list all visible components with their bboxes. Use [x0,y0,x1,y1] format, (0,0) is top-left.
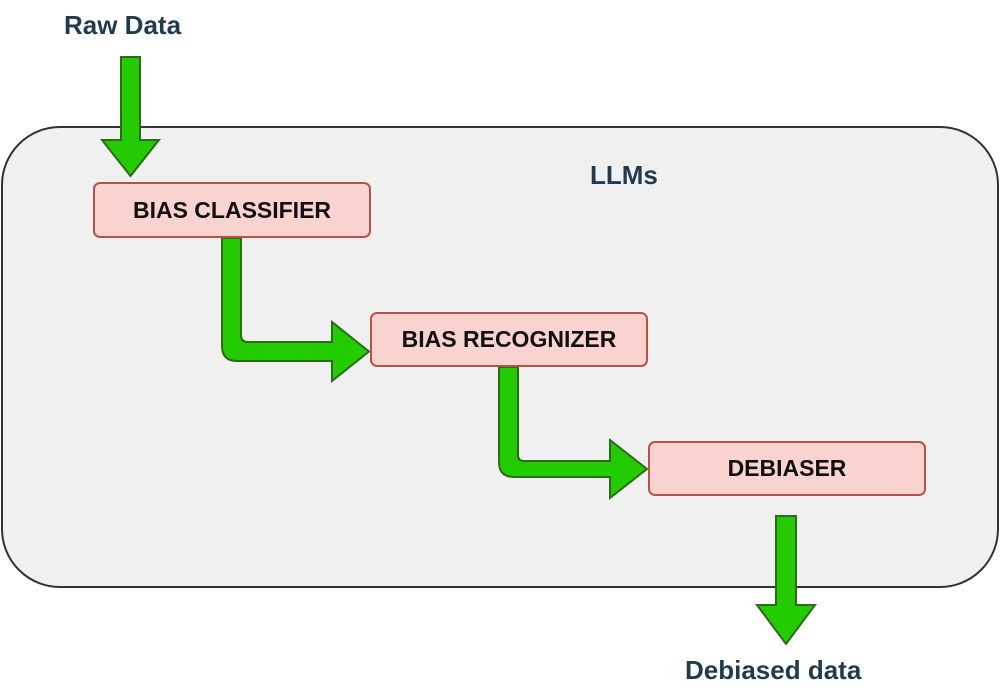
bias-classifier-box: BIAS CLASSIFIER [93,182,371,238]
llms-container-label: LLMs [590,160,658,190]
output-label: Debiased data [685,655,862,685]
input-label: Raw Data [64,10,182,40]
arrow-debiaser-to-output [755,515,817,646]
arrow-classifier-to-recognizer [221,237,371,384]
arrow-recognizer-to-debiaser [498,366,649,501]
arrow-input-to-classifier [99,56,162,178]
bias-recognizer-box: BIAS RECOGNIZER [370,312,648,367]
debiaser-box: DEBIASER [648,441,926,496]
